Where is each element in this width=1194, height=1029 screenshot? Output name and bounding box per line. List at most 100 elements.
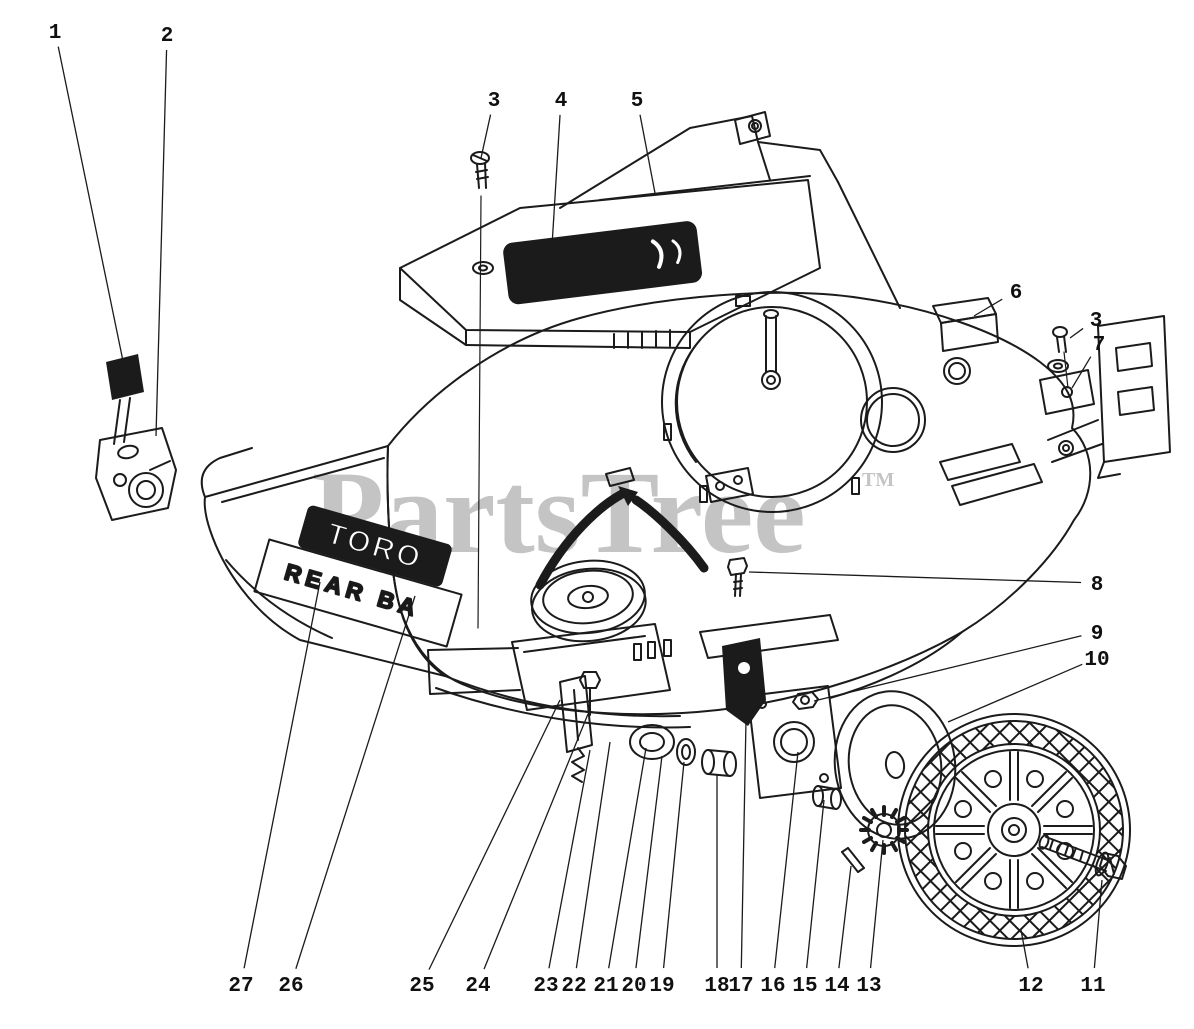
leader-line-27 xyxy=(243,581,321,969)
callout-8: 8 xyxy=(1091,574,1104,597)
adjuster-cluster xyxy=(559,557,842,810)
cover-decal xyxy=(503,221,703,305)
callout-3: 3 xyxy=(1090,310,1103,333)
right-mount-assembly xyxy=(932,297,1171,479)
callout-17: 17 xyxy=(728,975,753,998)
callout-13: 13 xyxy=(856,975,881,998)
lever-bracket xyxy=(95,427,177,521)
cover-screw-boss xyxy=(472,261,494,275)
roll-pin xyxy=(841,847,865,873)
callout-4: 4 xyxy=(555,90,568,113)
leader-line-21 xyxy=(608,747,647,969)
leader-lines xyxy=(57,46,1103,970)
deck-side-hole xyxy=(860,387,926,453)
deck-vent-stripe xyxy=(951,463,1043,506)
leader-line-22 xyxy=(575,741,611,969)
leader-line-17 xyxy=(740,719,747,969)
leader-line-7 xyxy=(1071,356,1092,389)
callout-25: 25 xyxy=(409,975,434,998)
callout-12: 12 xyxy=(1018,975,1043,998)
leader-line-15 xyxy=(805,799,825,969)
callout-22: 22 xyxy=(561,975,586,998)
callout-24: 24 xyxy=(465,975,490,998)
height-lever-assembly xyxy=(95,354,177,521)
leader-line-3 xyxy=(1069,327,1084,339)
wheel-bracket xyxy=(747,685,842,799)
support-arm xyxy=(699,614,839,659)
leader-line-4 xyxy=(551,114,561,247)
leader-line-10 xyxy=(947,663,1083,723)
hinge-bracket xyxy=(1039,369,1095,415)
shroud-tab xyxy=(734,111,771,145)
callout-26: 26 xyxy=(278,975,303,998)
lever-bushing xyxy=(128,472,164,508)
leader-line-5 xyxy=(639,114,656,194)
leader-line-14 xyxy=(838,865,852,969)
leader-line-1 xyxy=(57,46,124,362)
bolt-head xyxy=(1099,852,1127,880)
handle-bracket xyxy=(1097,315,1171,463)
callout-9: 9 xyxy=(1091,623,1104,646)
leader-line-12 xyxy=(1020,929,1029,969)
leader-line-16 xyxy=(774,751,799,969)
leader-line-23 xyxy=(548,749,591,969)
callout-15: 15 xyxy=(792,975,817,998)
deck-vent-stripe xyxy=(939,443,1021,481)
adjuster-bracket xyxy=(559,675,593,753)
callout-2: 2 xyxy=(161,25,174,48)
top-screw xyxy=(470,151,490,629)
drive-belt xyxy=(535,489,627,590)
pivot-bracket xyxy=(722,638,766,726)
wheel-slots xyxy=(954,770,1074,890)
callout-19: 19 xyxy=(649,975,674,998)
leader-line-26 xyxy=(295,595,416,969)
callout-10: 10 xyxy=(1084,649,1109,672)
wave-washer xyxy=(676,738,696,766)
callout-21: 21 xyxy=(593,975,618,998)
axle-bolt xyxy=(1038,834,1127,880)
shoulder-screw xyxy=(727,557,748,576)
callout-14: 14 xyxy=(824,975,849,998)
rear-wheel xyxy=(897,713,1131,947)
pulley-assembly xyxy=(511,486,709,711)
leader-line-6 xyxy=(973,298,1003,317)
spacer xyxy=(812,785,824,807)
pulley-outer xyxy=(531,567,647,643)
leader-line-25 xyxy=(428,699,561,970)
callout-20: 20 xyxy=(621,975,646,998)
callout-16: 16 xyxy=(760,975,785,998)
axle-bushing xyxy=(701,749,715,775)
drive-belt xyxy=(631,495,709,573)
adjuster-knob xyxy=(629,724,675,760)
lever-cap xyxy=(106,354,144,400)
watermark-tm: TM xyxy=(862,469,894,491)
opening-bracket xyxy=(705,467,754,503)
wheel-hub xyxy=(987,803,1041,857)
adjuster-spring xyxy=(571,747,585,783)
leader-line-20 xyxy=(635,755,663,969)
hex-nut xyxy=(792,691,819,710)
engine-cover xyxy=(399,179,821,349)
callout-11: 11 xyxy=(1080,975,1105,998)
leader-line-2 xyxy=(155,49,168,437)
side-screw xyxy=(1052,326,1068,338)
brand-decal: TORO xyxy=(298,505,452,587)
callout-5: 5 xyxy=(631,90,644,113)
callout-27: 27 xyxy=(228,975,253,998)
callout-3: 3 xyxy=(488,90,501,113)
leader-line-8 xyxy=(748,571,1082,584)
fuel-cap xyxy=(943,357,971,385)
pulley-rim xyxy=(530,559,646,635)
callout-18: 18 xyxy=(704,975,729,998)
leader-line-13 xyxy=(869,839,884,969)
leader-line-3 xyxy=(480,114,492,159)
rear-shroud xyxy=(559,111,901,309)
callout-6: 6 xyxy=(1010,282,1023,305)
leader-line-24 xyxy=(483,713,589,970)
wheel-spokes xyxy=(935,751,1093,909)
belt-slot xyxy=(605,467,635,487)
callout-1: 1 xyxy=(49,22,62,45)
deck-opening-outer xyxy=(661,291,883,513)
